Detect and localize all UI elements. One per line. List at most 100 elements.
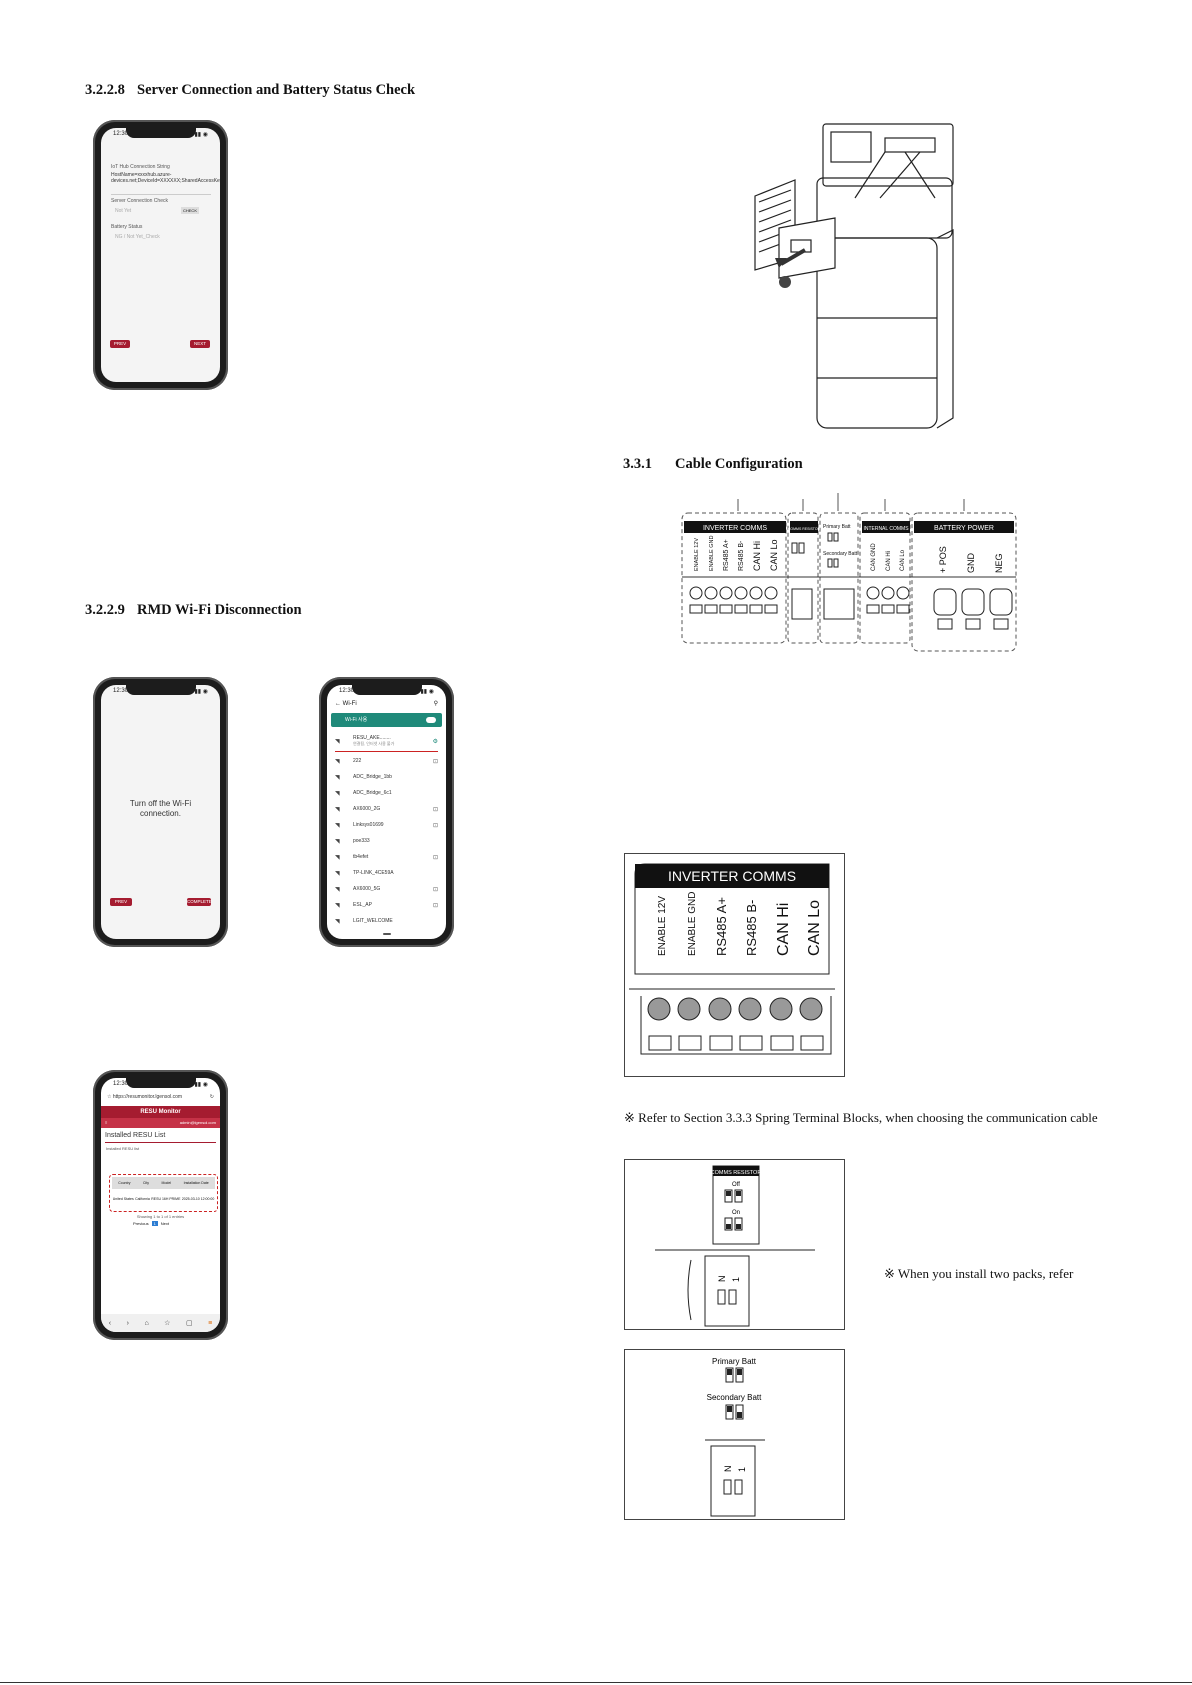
next-button[interactable]: NEXT [190,340,210,348]
wifi-header-title: Wi-Fi [342,701,357,707]
menu-icon[interactable]: ≡ [105,1120,108,1125]
battery-label: Battery Status [111,224,143,230]
phone-screen: 12:30▮▮ ◉ Turn off the Wi-Fi connection.… [101,685,220,939]
prev-button[interactable]: PREV [110,898,132,906]
page-title: Installed RESU List [105,1132,166,1139]
gear-icon[interactable]: ⚙ [432,738,438,745]
wifi-network-text: RESU_AKE........연결됨, 인터넷 사용 불가 [353,735,394,747]
next-page-button[interactable]: Next [160,1221,170,1226]
battery-switch-drawing: Primary Batt Secondary Batt N 1 [705,1357,765,1517]
wifi-network[interactable]: ◥ ADC_Bridge_6c1 [335,785,438,801]
network-name: AX6000_5G [353,886,381,892]
complete-button[interactable]: COMPLETE [187,898,212,906]
status-bar: 12:30▮▮ ◉ [113,688,208,695]
wifi-icon: ◥ [335,918,340,925]
wifi-network[interactable]: ◥ TP-LINK_4CE59A [335,865,438,881]
page-number-button[interactable]: 1 [151,1221,158,1226]
phone-turn-off-wifi: 12:30▮▮ ◉ Turn off the Wi-Fi connection.… [93,677,228,947]
network-name: LGIT_WELCOME [353,918,393,924]
pin-label: NEG [994,553,1004,573]
wifi-network[interactable]: ◥AX6000_2G⊡ [335,801,438,817]
check-button[interactable]: CHECK [181,207,199,214]
wifi-icon: ◥ [335,870,340,877]
search-icon[interactable]: ⚲ [433,701,438,707]
signal-icon: ▮▮ ◉ [420,689,434,695]
section-3228-heading: 3.2.2.8 Server Connection and Battery Sta… [85,82,415,99]
conn-value: HostName=xxxxhub.azure-devices.net;Devic… [111,172,220,184]
pin-label: RS485 B- [738,540,745,571]
lock-icon: ⊡ [432,758,438,765]
reload-icon[interactable]: ↻ [209,1094,214,1100]
status-time: 12:30 [339,688,355,694]
pin-label: ENABLE 12V [694,538,700,571]
wifi-network[interactable]: ◥poe333 [335,833,438,849]
network-name: TP-LINK_4CE59A [353,870,394,876]
comms-resistor-drawing: COMMS RESISTOR Off On N 1 [655,1165,815,1327]
pin-label: ENABLE GND [709,536,715,571]
lock-icon: ⊡ [432,806,438,813]
toggle-switch[interactable] [426,717,436,723]
wifi-icon: ◥ [335,886,340,893]
wifi-icon: ◥ [335,790,340,797]
bookmark-icon[interactable]: ☆ [164,1320,171,1327]
browser-url-bar[interactable]: ☆ https://resumonitor.lgensol.com ↻ [107,1094,214,1104]
phone-server-check: 12:30▮▮ ◉ IoT Hub Connection String Host… [93,120,228,390]
detail-title: INVERTER COMMS [668,868,796,884]
wifi-toggle-bar[interactable]: Wi-Fi 사용 [331,713,442,727]
column-header: Model [161,1181,172,1185]
section-title: Server Connection and Battery Status Che… [137,82,416,98]
pagination: Previous 1 Next [133,1221,169,1226]
pin-label: ENABLE GND [687,892,698,956]
wifi-icon: ◥ [335,854,340,861]
star-icon[interactable]: ☆ [107,1094,112,1100]
wifi-network[interactable]: ◥ LGIT_WELCOME [335,913,438,929]
wifi-network[interactable]: ◥222⊡ [335,753,438,769]
list-subtitle: Installed RESU list [106,1146,140,1151]
pin-label: CAN Lo [900,549,906,571]
server-status: Not Yet [115,208,132,214]
lock-icon: ⊡ [432,822,438,829]
divider [111,194,211,195]
comms-resistor-detail: COMMS RESISTOR Off On N 1 [624,1159,845,1330]
terminal-block-overview: INVERTER COMMS COMMS RESISTOR INTERNAL C… [681,493,1017,652]
network-name: ADC_Bridge_6c1 [353,790,392,796]
resistor-title: COMMS RESISTOR [711,1170,762,1176]
home-icon[interactable]: ⌂ [144,1319,149,1327]
back-arrow-icon[interactable]: ← [335,701,341,707]
status-time: 12:30 [113,131,129,137]
wifi-network[interactable]: ◥AX6000_5G⊡ [335,881,438,897]
phone-notch [351,685,422,695]
pin-label: CAN GND [871,543,877,571]
wifi-network[interactable]: ◥Linksys01699⊡ [335,817,438,833]
cable-reference-note: ※ Refer to Section 3.3.3 Spring Terminal… [624,1110,1098,1125]
primary-batt-label: Primary Batt [712,1357,757,1366]
wifi-network[interactable]: ◥ESL_AP⊡ [335,897,438,913]
menu-icon[interactable]: ≡ [208,1319,213,1327]
status-bar: 12:30▮▮ ◉ [113,131,208,138]
prev-button[interactable]: PREV [110,340,130,348]
section-number: 3.2.2.8 [85,82,125,98]
table-cell: United States [112,1197,134,1201]
wifi-network-connected[interactable]: ◥ RESU_AKE........연결됨, 인터넷 사용 불가 ⚙ [335,731,438,752]
network-name: tb4efet [353,854,369,860]
toggle-label: Wi-Fi 사용 [345,717,368,723]
pin-label: GND [966,553,976,574]
back-icon[interactable]: ‹ [108,1319,112,1327]
wifi-network[interactable]: ◥ADC_Bridge_1bb [335,769,438,785]
group-label-internal: INTERNAL COMMS [863,526,909,532]
pin-label: CAN Lo [769,539,779,571]
wifi-network[interactable]: ◥tb4efet⊡ [335,849,438,865]
battery-unit-illustration [754,123,954,429]
network-name: AX6000_2G [353,806,381,812]
server-label: Server Connection Check [111,198,168,204]
wifi-icon: ◥ [335,838,340,845]
table-cell: 2025-03-10 12:00:00 [181,1197,215,1201]
prev-page-button[interactable]: Previous [133,1221,149,1226]
callout-dot-icon [779,276,791,288]
status-bar: 12:30 ▮▮ ◉ [339,688,434,695]
section-title: RMD Wi-Fi Disconnection [137,602,302,618]
switch-label: Secondary Batt [823,551,858,557]
forward-icon[interactable]: › [126,1319,129,1327]
tabs-icon[interactable]: ▢ [185,1320,193,1327]
